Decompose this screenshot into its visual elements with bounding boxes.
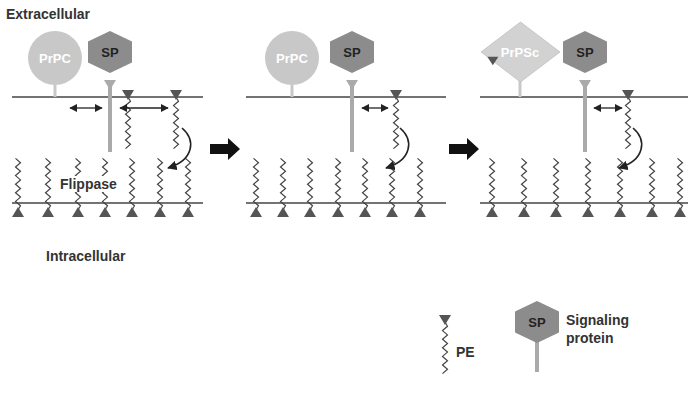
enzyme-label: Flippase [58,176,119,192]
pe-lipid [646,158,658,217]
pe-lipid [250,158,262,217]
pe-lipid [439,315,451,374]
protein-stalks [55,80,591,372]
legend-text: PE [456,344,475,360]
pe-lipid [122,90,134,149]
prpc-protein: PrPC [265,31,319,85]
pe-lipid [12,158,24,217]
pe-lipid [304,158,316,217]
pe-lipid [550,158,562,217]
pe-lipid [182,158,194,217]
protein-label: SP [101,45,118,60]
pe-lipid [154,158,166,217]
signaling-protein: SP [563,31,607,73]
pe-lipid [126,158,138,217]
pe-lipid [390,90,402,149]
flippase-arrows [168,128,642,168]
lateral-arrows [70,107,622,108]
protein-label: SP [576,45,593,60]
pe-lipid [359,158,371,217]
pe-lipid [332,158,344,217]
protein-label: PrPC [276,51,308,66]
protein-label: PrPSc [501,45,539,60]
pe-lipid [486,158,498,217]
pe-lipid [622,90,634,149]
signaling-protein: SP [330,31,374,73]
signaling-protein: SP [88,31,132,73]
protein-label: SP [343,45,360,60]
pe-lipid [277,158,289,217]
region-label: Extracellular [6,6,90,22]
pe-lipids [12,90,686,374]
prpsc-protein: PrPSc [481,22,560,82]
pe-lipid [170,90,182,149]
protein-label: SP [528,315,545,330]
pe-lipid [414,158,426,217]
legend-signaling-protein: SP [515,301,559,343]
legend-text: Signaling protein [566,312,646,347]
prpc-protein: PrPC [28,31,82,85]
pe-lipid [42,158,54,217]
pe-lipid [582,158,594,217]
pe-lipid [674,158,686,217]
pe-lipid [518,158,530,217]
protein-label: PrPC [39,51,71,66]
step-arrows [210,138,479,160]
region-label: Intracellular [46,248,125,264]
